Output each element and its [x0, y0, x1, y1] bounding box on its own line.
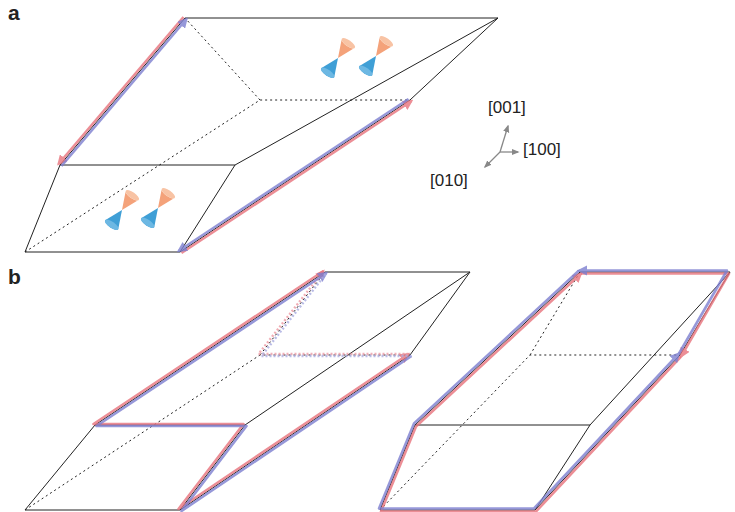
hinge-blue	[62, 19, 187, 166]
hinge-red	[59, 17, 184, 164]
hinge-state	[59, 17, 412, 253]
dirac-cone	[319, 36, 356, 80]
axis-label: [100]	[523, 140, 561, 160]
hinge-red-hidden	[259, 271, 409, 354]
axis-label: [001]	[488, 98, 526, 118]
axis-label: [010]	[430, 171, 468, 191]
panel-label: b	[8, 264, 21, 289]
box-edge	[60, 18, 498, 252]
dirac-cone	[103, 188, 140, 232]
dirac-cone	[357, 34, 394, 78]
hidden-edge	[25, 272, 410, 510]
crystal-box	[380, 272, 730, 510]
box-edge	[95, 272, 470, 510]
box-edge	[235, 18, 498, 165]
dirac-cone	[139, 186, 176, 230]
hidden-edge	[380, 272, 680, 510]
axis-arrows	[485, 126, 518, 167]
box-edge	[590, 272, 730, 425]
hinge-red	[182, 101, 412, 253]
hinge-red	[581, 274, 729, 357]
hinge-blue	[379, 271, 679, 509]
crystal-box	[25, 272, 470, 510]
hinge-blue	[179, 99, 409, 251]
hinge-red	[381, 274, 681, 512]
panel-label: a	[8, 0, 20, 25]
hinge-blue	[579, 271, 727, 354]
hinge-blue-hidden	[262, 273, 412, 356]
axis-arrow	[485, 152, 500, 167]
hinge-loop	[94, 271, 412, 511]
axis-arrow	[500, 126, 508, 152]
crystal-box	[25, 18, 498, 252]
hinge-blue	[97, 273, 412, 511]
hinge-loop	[379, 271, 729, 512]
hidden-edge	[25, 18, 410, 252]
axis-arrow	[500, 151, 518, 152]
